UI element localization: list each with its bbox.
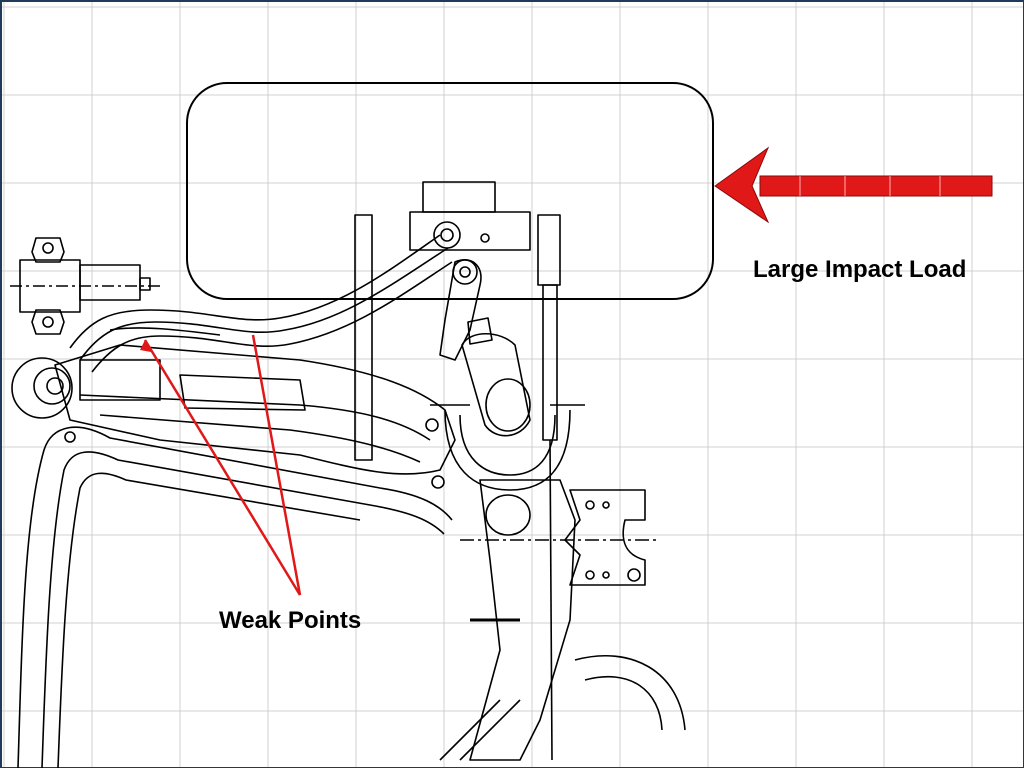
impact-load-label: Large Impact Load bbox=[753, 256, 967, 283]
arrow-head bbox=[714, 146, 770, 224]
top-bracket-bolt bbox=[480, 233, 490, 243]
lower-arm-rib bbox=[79, 394, 431, 441]
left-bushing-inner bbox=[46, 377, 64, 395]
upper-ball-joint-inner bbox=[440, 228, 454, 242]
arrow-shaft bbox=[759, 175, 993, 197]
shock-end bbox=[485, 378, 531, 432]
left-bolt bbox=[64, 431, 76, 443]
hub-knuckle-body bbox=[469, 479, 576, 761]
lower-arm-rib2 bbox=[99, 414, 421, 463]
left-actuator-tip bbox=[139, 277, 151, 291]
shock-top bbox=[467, 317, 493, 345]
clamp-bolt-low2 bbox=[602, 571, 610, 579]
callout-line-left bbox=[143, 339, 302, 596]
top-bracket bbox=[422, 181, 496, 213]
knuckle-pivot bbox=[452, 259, 478, 285]
left-mount-bolt-low bbox=[42, 316, 54, 328]
clamp-bolt-top bbox=[585, 500, 595, 510]
top-bracket-base bbox=[409, 211, 531, 251]
right-clamp bbox=[564, 489, 646, 586]
right-strut bbox=[537, 214, 561, 286]
left-bushing-outer bbox=[11, 357, 73, 419]
lower-arch-inner bbox=[584, 675, 663, 731]
lower-diag-1 bbox=[439, 699, 501, 761]
impact-zone-box bbox=[186, 82, 714, 300]
lower-right-bolt2 bbox=[431, 475, 445, 489]
shock-body bbox=[461, 333, 531, 437]
right-strut-rod bbox=[542, 284, 558, 441]
left-mount-plate-low bbox=[31, 309, 65, 335]
left-arrow-icon bbox=[714, 146, 993, 224]
upper-ball-joint bbox=[433, 221, 461, 249]
lower-right-bolt bbox=[425, 418, 439, 432]
weak-points-label: Weak Points bbox=[219, 607, 362, 634]
right-strut-line bbox=[549, 439, 553, 761]
lower-diag-2 bbox=[459, 699, 521, 761]
lower-control-arm bbox=[54, 344, 456, 475]
left-actuator-cylinder bbox=[79, 264, 141, 301]
upper-control-arm-inner bbox=[79, 247, 449, 361]
left-frame-rail bbox=[17, 426, 453, 768]
clamp-bolt-top2 bbox=[602, 501, 610, 509]
callout-line-right bbox=[251, 334, 302, 596]
upper-control-arm-outer bbox=[69, 234, 441, 349]
clamp-bolt-low bbox=[585, 570, 595, 580]
lower-arch-outer bbox=[574, 655, 686, 731]
callout-arrowhead bbox=[140, 340, 151, 352]
left-frame-rail-inner2 bbox=[57, 472, 361, 768]
left-mount-bolt-top bbox=[42, 242, 54, 254]
upper-control-arm-inner2 bbox=[91, 261, 453, 373]
left-strut bbox=[354, 214, 373, 461]
clamp-hole bbox=[627, 568, 641, 582]
left-frame-rail-inner bbox=[41, 451, 445, 768]
lower-arm-bracket bbox=[79, 359, 161, 401]
u-mount-outer bbox=[444, 409, 571, 491]
left-bushing-mid bbox=[33, 367, 71, 405]
suspension-drawing bbox=[10, 181, 686, 768]
knuckle-pivot-inner bbox=[459, 266, 471, 278]
left-mount-plate bbox=[31, 237, 65, 263]
upper-control-arm-web bbox=[109, 327, 221, 336]
u-mount-inner bbox=[459, 414, 556, 476]
hub-opening bbox=[485, 494, 531, 536]
weak-point-callouts bbox=[143, 334, 302, 596]
